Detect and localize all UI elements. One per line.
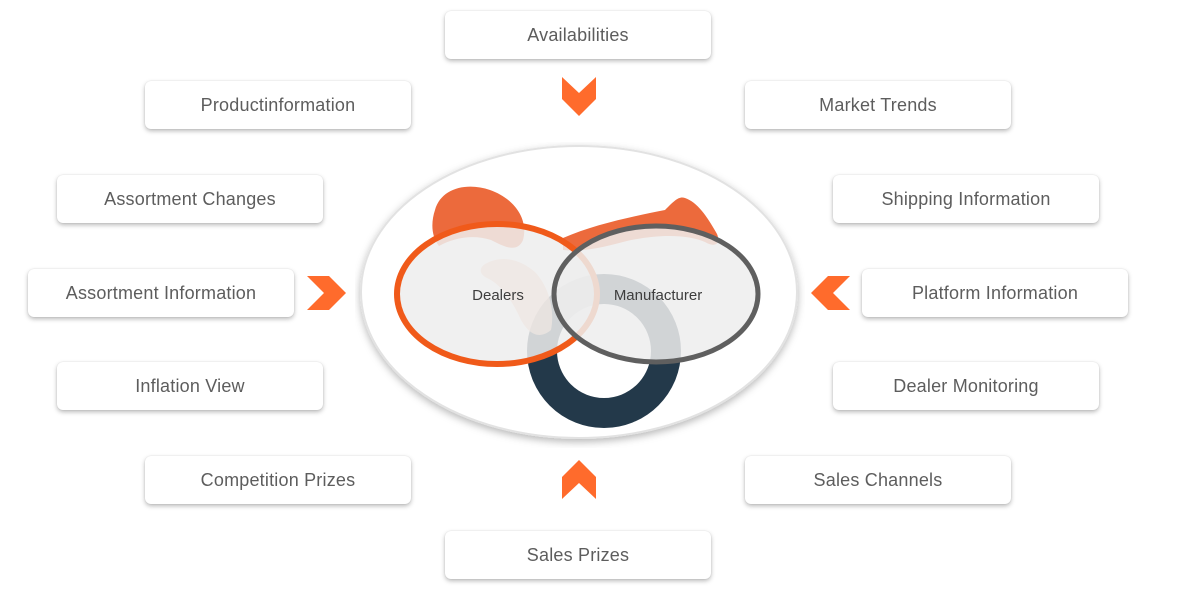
info-box-label: Dealer Monitoring	[893, 375, 1039, 396]
info-box-label: Inflation View	[135, 375, 245, 396]
info-box-label: Market Trends	[819, 94, 937, 115]
info-box-label: Competition Prizes	[200, 469, 356, 490]
center-venn-diagram: Dealers Manufacturer	[360, 145, 798, 439]
info-box-label: Sales Channels	[813, 469, 943, 490]
arrow-right-icon	[307, 276, 346, 310]
arrow-left-icon	[811, 276, 850, 310]
arrow-up-icon	[562, 460, 596, 499]
manufacturer-label: Manufacturer	[614, 287, 702, 304]
info-box-dealer-monitoring: Dealer Monitoring	[833, 362, 1099, 410]
info-box-assortment-information: Assortment Information	[28, 269, 294, 317]
arrow-down-icon	[562, 77, 596, 116]
info-box-label: Platform Information	[911, 282, 1079, 303]
info-box-availabilities: Availabilities	[445, 11, 711, 59]
info-box-sales-channels: Sales Channels	[745, 456, 1011, 504]
info-box-market-trends: Market Trends	[745, 81, 1011, 129]
info-box-shipping-information: Shipping Information	[833, 175, 1099, 223]
info-box-platform-information: Platform Information	[862, 269, 1128, 317]
info-box-label: Assortment Changes	[104, 188, 276, 209]
info-box-label: Assortment Information	[65, 282, 257, 303]
info-box-inflation-view: Inflation View	[57, 362, 323, 410]
info-box-label: Availabilities	[527, 24, 629, 45]
info-box-label: Productinformation	[200, 94, 356, 115]
info-box-label: Sales Prizes	[526, 544, 630, 565]
info-box-sales-prizes: Sales Prizes	[445, 531, 711, 579]
dealers-label: Dealers	[472, 287, 524, 304]
info-box-assortment-changes: Assortment Changes	[57, 175, 323, 223]
info-box-productinformation: Productinformation	[145, 81, 411, 129]
manufacturer-circle	[551, 223, 761, 365]
info-box-competition-prizes: Competition Prizes	[145, 456, 411, 504]
info-box-label: Shipping Information	[881, 188, 1051, 209]
